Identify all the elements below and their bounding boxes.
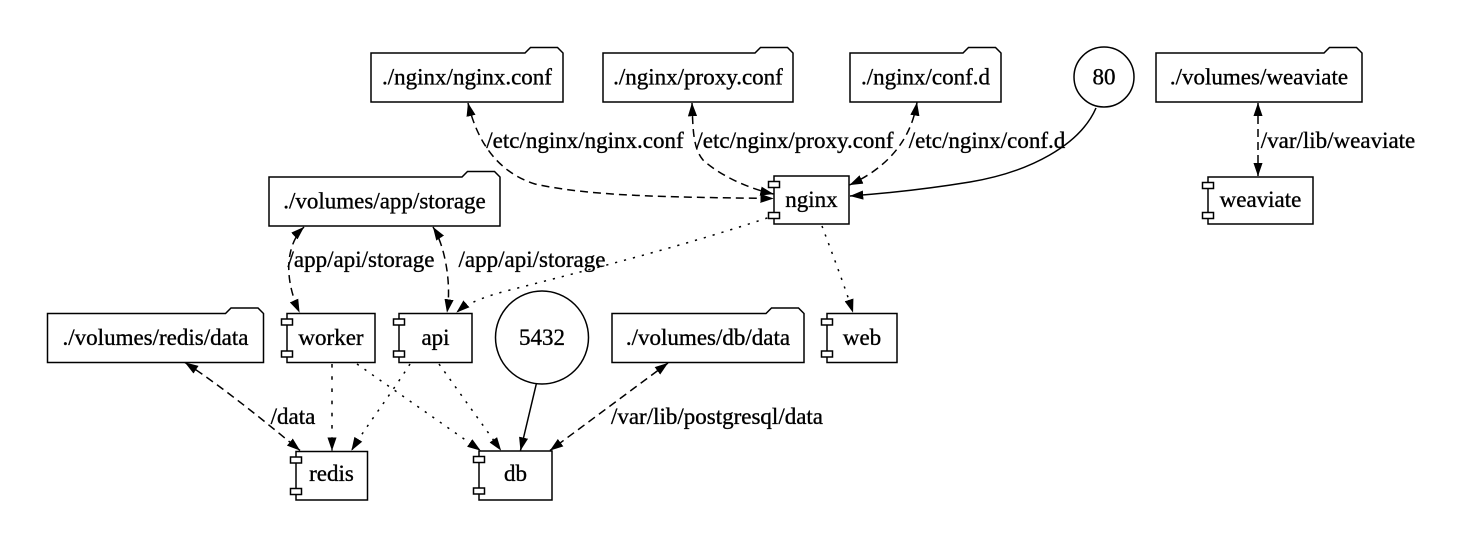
svg-text:./volumes/redis/data: ./volumes/redis/data (63, 325, 249, 350)
svg-text:./nginx/conf.d: ./nginx/conf.d (861, 65, 991, 90)
svg-text:nginx: nginx (785, 187, 838, 212)
svg-text:5432: 5432 (519, 325, 565, 350)
svg-text:worker: worker (298, 325, 363, 350)
svg-text:./volumes/db/data: ./volumes/db/data (626, 325, 790, 350)
svg-text:/etc/nginx/proxy.conf: /etc/nginx/proxy.conf (696, 128, 893, 153)
svg-text:/app/api/storage: /app/api/storage (459, 247, 606, 272)
svg-text:./nginx/proxy.conf: ./nginx/proxy.conf (613, 65, 783, 90)
svg-text:/data: /data (271, 404, 316, 429)
svg-text:./nginx/nginx.conf: ./nginx/nginx.conf (382, 65, 552, 90)
svg-text:api: api (421, 325, 449, 350)
svg-text:80: 80 (1093, 65, 1116, 90)
svg-text:db: db (504, 461, 527, 486)
svg-text:redis: redis (309, 461, 354, 486)
svg-text:weaviate: weaviate (1220, 187, 1302, 212)
svg-text:web: web (843, 325, 881, 350)
svg-text:/var/lib/weaviate: /var/lib/weaviate (1261, 128, 1416, 153)
svg-text:./volumes/app/storage: ./volumes/app/storage (283, 189, 486, 214)
svg-text:/etc/nginx/conf.d: /etc/nginx/conf.d (909, 128, 1066, 153)
svg-text:/etc/nginx/nginx.conf: /etc/nginx/nginx.conf (486, 128, 684, 153)
svg-text:/app/api/storage: /app/api/storage (288, 247, 435, 272)
svg-text:/var/lib/postgresql/data: /var/lib/postgresql/data (611, 404, 823, 429)
svg-text:./volumes/weaviate: ./volumes/weaviate (1170, 65, 1348, 90)
